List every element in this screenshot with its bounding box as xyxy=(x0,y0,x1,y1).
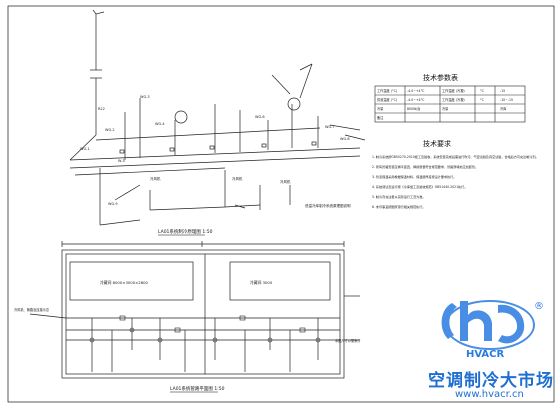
drawing-frame xyxy=(7,5,555,403)
cell: 供液温度 (°C) xyxy=(377,97,397,102)
right-schematic-note: 低温冷库制冷系统原理图说明 xyxy=(305,203,351,208)
registered-mark: ® xyxy=(534,301,544,312)
requirement-line: 2. 所有管路安装应横平竖直，焊接质量符合规范要求，管路穿墙处应加套管。 xyxy=(372,164,478,169)
svg-text:冷风机: 冷风机 xyxy=(280,179,291,184)
param-table-title: 技术参数表 xyxy=(423,73,458,82)
requirement-line: 6. 未尽事宜按国家现行相关规范执行。 xyxy=(372,204,425,209)
right-plan-note: 本图尺寸以毫米计 xyxy=(335,338,361,343)
logo-text: HVACR xyxy=(466,349,505,360)
requirement-line: 3. 管道保温采用橡塑保温材料，保温层厚度按设计要求执行。 xyxy=(372,174,456,179)
svg-text:WG-3: WG-3 xyxy=(140,95,150,99)
svg-text:WG-9: WG-9 xyxy=(108,202,118,206)
svg-text:R22: R22 xyxy=(98,107,105,111)
cell: -4.0~+4°C xyxy=(407,98,425,102)
cell: -10~-15 xyxy=(500,98,513,102)
cell: -15 xyxy=(500,89,505,93)
isometric-schematic xyxy=(69,9,366,226)
cell: -4.0~+4°C xyxy=(407,89,425,93)
svg-text:冷风机: 冷风机 xyxy=(150,176,161,181)
room-right-label: 冷藏间 3000 xyxy=(250,280,273,285)
svg-text:WG-2: WG-2 xyxy=(105,128,115,132)
requirements-text: 1. 制冷系统按GB50274-2010施工及验收，系统安装完成后需进行吹污、气… xyxy=(372,154,539,209)
bottom-drawing-title: LA01系统管路平面图 1:50 xyxy=(170,385,225,392)
param-table-cells: 工作温度 (°C) -4.0~+4°C 工作温度 (冷凝) °C -15 供液温… xyxy=(377,88,513,120)
plan-view xyxy=(29,241,360,379)
cell: 工作温度 (°C) xyxy=(377,88,397,93)
requirement-line: 1. 制冷系统按GB50274-2010施工及验收，系统安装完成后需进行吹污、气… xyxy=(372,154,539,159)
watermark-url: www.hvacr.cn xyxy=(455,389,524,400)
cell: 冷量 xyxy=(442,106,449,111)
svg-text:WG-8: WG-8 xyxy=(340,137,350,141)
cell: 800W/台 xyxy=(407,106,421,111)
requirement-line: 4. 系统调试及运行按《冷库施工及验收规范》GB51440-2021执行。 xyxy=(372,184,467,189)
cell: 工作温度 (冷凝) xyxy=(442,97,465,102)
cell: 备注 xyxy=(377,115,384,120)
svg-text:W-5: W-5 xyxy=(118,159,125,163)
watermark-chinese-text: 空调制冷大市场 xyxy=(428,371,554,391)
hvacr-logo: ® HVACR xyxy=(441,300,544,360)
cell: 工作温度 (冷凝) xyxy=(442,88,465,93)
schematic-labels: R22 WG-1 WG-2 WG-3 WG-4 W-5 WG-6 WG-7 WG… xyxy=(80,95,350,206)
room-left-label: 冷藏间 6000×3000×2800 xyxy=(100,280,149,285)
plan-fittings xyxy=(89,315,321,343)
param-table xyxy=(374,85,526,123)
side-note: 冷风机、管路及连接示意 xyxy=(14,307,49,312)
cell: °C xyxy=(480,89,485,93)
svg-text:WG-7: WG-7 xyxy=(325,125,335,129)
cell: °C xyxy=(480,98,485,102)
top-drawing-title: LA01系统制冷原理图 1:50 xyxy=(158,228,213,235)
requirements-title: 技术要求 xyxy=(423,139,451,148)
svg-text:WG-1: WG-1 xyxy=(80,147,90,151)
cell: 冷量 xyxy=(377,106,384,111)
cell: 冷库 xyxy=(500,106,507,111)
svg-text:冷风机: 冷风机 xyxy=(232,176,243,181)
requirement-line: 5. 制冷剂充注量以实际运行工况为准。 xyxy=(372,194,425,199)
svg-text:WG-6: WG-6 xyxy=(255,115,265,119)
svg-text:WG-4: WG-4 xyxy=(155,122,165,126)
